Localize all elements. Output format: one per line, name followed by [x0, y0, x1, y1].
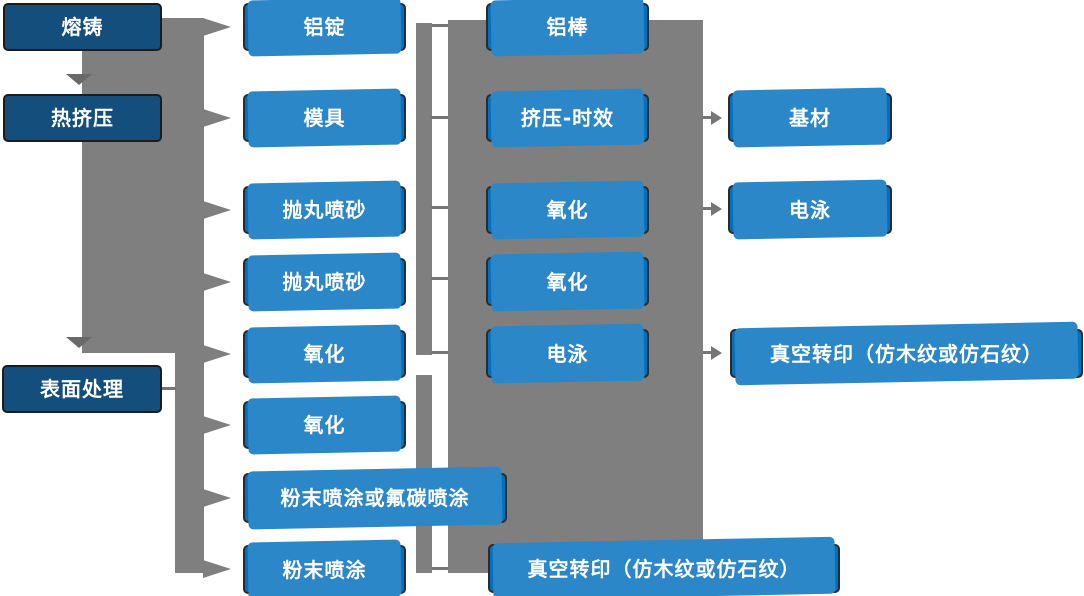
node-label: 熔铸 — [61, 15, 104, 39]
node-label: 氧化 — [546, 198, 589, 222]
arrow-head-to-electrophoresis — [711, 202, 722, 216]
stub-surface-treatment-link — [162, 387, 176, 390]
node-oxidation-c2-1: 氧化 — [243, 330, 406, 378]
node-aluminum-ingot: 铝锭 — [243, 3, 406, 51]
node-label: 抛丸喷砂 — [282, 198, 367, 222]
node-label: 挤压-时效 — [520, 106, 615, 130]
main-vertical-trunk — [82, 18, 175, 353]
arrow-tail-to-substrate — [703, 116, 712, 119]
node-label: 热挤压 — [51, 106, 114, 130]
stub-electrophoresis-row — [431, 351, 448, 354]
stub-oxidation-row-1 — [431, 206, 448, 209]
arrow-to-aluminum-ingot — [203, 18, 231, 36]
node-aluminum-rod: 铝棒 — [486, 3, 649, 51]
node-label: 模具 — [303, 106, 346, 130]
node-label: 氧化 — [303, 342, 346, 366]
node-label: 铝棒 — [546, 15, 589, 39]
arrow-head-to-vacuum-transfer — [711, 346, 722, 360]
node-label: 真空转印（仿木纹或仿石纹） — [527, 556, 801, 581]
node-oxidation-c2-2: 氧化 — [243, 401, 406, 449]
stub-vacuum-transfer-row — [432, 567, 448, 570]
arrow-to-shot-blasting-1 — [203, 201, 231, 219]
node-substrate: 基材 — [728, 93, 892, 142]
node-vacuum-transfer-right: 真空转印（仿木纹或仿石纹） — [730, 329, 1083, 378]
arrow-tail-to-vacuum-transfer — [703, 351, 712, 354]
node-mold: 模具 — [243, 94, 406, 142]
node-surface-treatment: 表面处理 — [2, 365, 162, 413]
arrow-down-to-surface-treatment — [66, 337, 92, 348]
node-vacuum-transfer-bottom: 真空转印（仿木纹或仿石纹） — [488, 544, 840, 593]
node-label: 氧化 — [303, 413, 346, 437]
node-shot-blasting-1: 抛丸喷砂 — [243, 186, 406, 234]
node-hot-extrusion: 热挤压 — [3, 94, 162, 142]
node-label: 粉末喷涂 — [282, 557, 367, 582]
arrow-down-to-hot-extrusion — [66, 74, 92, 85]
node-label: 电泳 — [789, 197, 831, 222]
node-label: 基材 — [789, 105, 831, 130]
stub-ingot-row — [432, 24, 448, 27]
node-melting: 熔铸 — [3, 3, 162, 51]
arrow-head-to-substrate — [711, 111, 722, 125]
node-powder-or-fluorocarbon: 粉末喷涂或氟碳喷涂 — [243, 473, 507, 523]
node-oxidation-c3-1: 氧化 — [486, 186, 649, 234]
arrow-to-mold — [203, 109, 231, 127]
node-label: 抛丸喷砂 — [282, 270, 367, 294]
node-powder-coating: 粉末喷涂 — [243, 545, 406, 594]
node-label: 铝锭 — [303, 15, 346, 39]
node-label: 氧化 — [546, 269, 589, 294]
node-extrusion-aging: 挤压-时效 — [486, 94, 649, 142]
arrow-to-powder-coating — [203, 560, 231, 578]
node-electrophoresis-c3: 电泳 — [486, 329, 649, 378]
stub-oxidation-row-2 — [431, 277, 448, 280]
node-shot-blasting-2: 抛丸喷砂 — [243, 258, 406, 306]
node-oxidation-c3-2: 氧化 — [486, 257, 649, 306]
node-label: 真空转印（仿木纹或仿石纹） — [770, 341, 1043, 366]
node-label: 电泳 — [546, 341, 589, 366]
node-label: 粉末喷涂或氟碳喷涂 — [280, 486, 470, 510]
arrow-to-oxidation-2 — [203, 416, 231, 434]
collector-bar-upper — [416, 23, 432, 355]
arrow-to-oxidation-1 — [203, 345, 231, 363]
arrow-tail-to-electrophoresis — [703, 207, 712, 210]
node-electrophoresis-c4: 电泳 — [728, 185, 892, 234]
arrow-to-powder-fluorocarbon — [203, 489, 231, 507]
branch-vertical-trunk — [175, 18, 204, 573]
node-label: 表面处理 — [40, 377, 124, 401]
arrow-to-shot-blasting-2 — [203, 273, 231, 291]
stub-extrusion-aging-row — [430, 116, 448, 119]
